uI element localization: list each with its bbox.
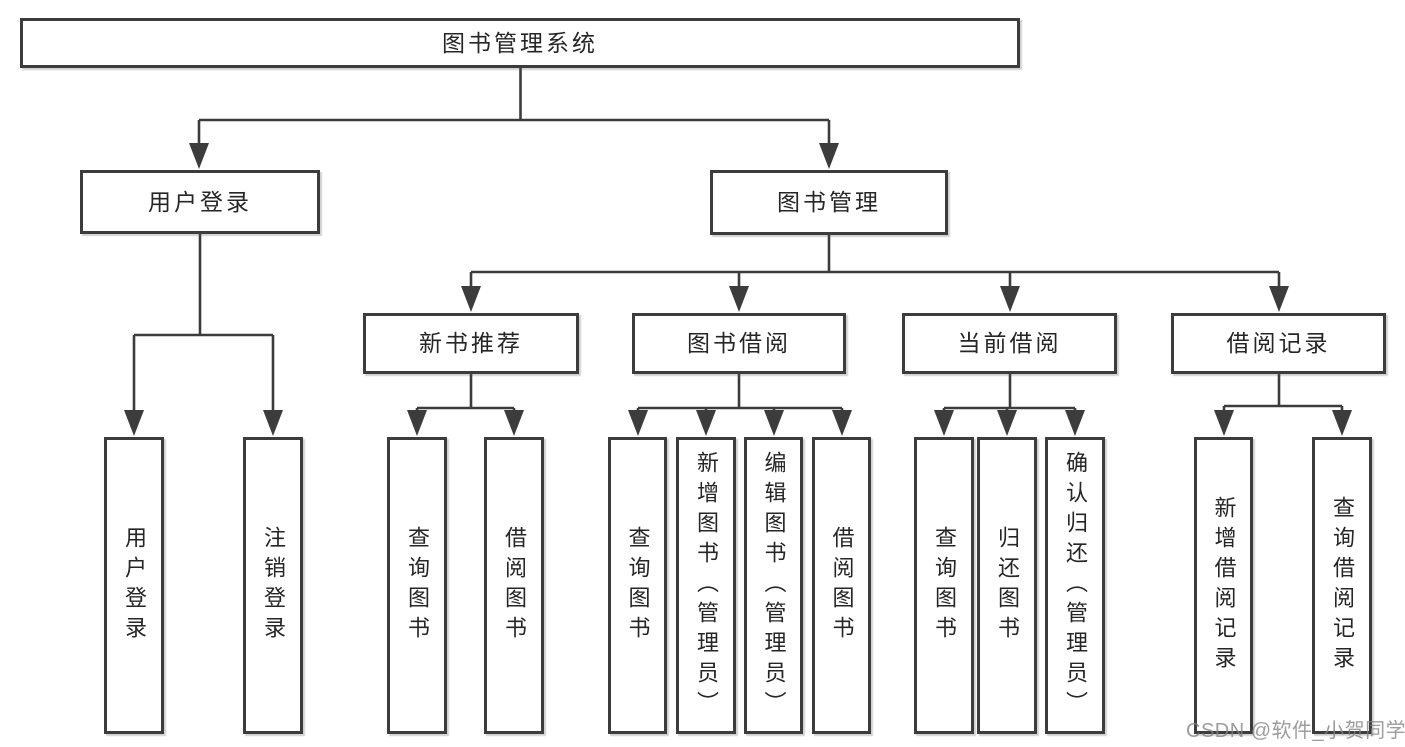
connector-user-login-group (132, 234, 275, 412)
leaf-query-borrow-record-label: 查询借阅记录 (1330, 495, 1355, 676)
arrowhead-icon (461, 286, 481, 312)
leaf-add-books-admin: 新增图书（管理员） (676, 437, 736, 734)
node-book-management-label: 图书管理 (777, 189, 881, 215)
arrowhead-icon (628, 410, 648, 436)
connector-borrow-records-group (1222, 374, 1344, 413)
arrowhead-icon (263, 410, 283, 436)
leaf-borrow-books-1: 借阅图书 (484, 437, 544, 734)
node-book-borrowing: 图书借阅 (632, 313, 846, 374)
leaf-user-login-label: 用户登录 (122, 525, 147, 646)
leaf-borrow-books-2-label: 借阅图书 (829, 525, 855, 646)
arrowhead-icon (696, 410, 716, 436)
leaf-edit-books-admin: 编辑图书（管理员） (744, 437, 803, 734)
leaf-return-books-label: 归还图书 (995, 525, 1020, 646)
arrowheads (124, 143, 1352, 436)
arrowhead-icon (1065, 410, 1085, 436)
arrowhead-icon (1269, 286, 1289, 312)
leaf-return-books: 归还图书 (977, 437, 1037, 734)
node-borrowing-records: 借阅记录 (1171, 313, 1386, 374)
arrowhead-icon (729, 286, 749, 312)
node-borrowing-records-label: 借阅记录 (1226, 330, 1331, 356)
node-root-label: 图书管理系统 (442, 29, 598, 56)
connector-book-borrow-group (636, 374, 844, 413)
leaf-borrow-books-1-label: 借阅图书 (502, 525, 527, 646)
arrowhead-icon (189, 143, 209, 169)
arrowhead-icon (819, 143, 839, 169)
arrowhead-icon (1332, 410, 1352, 436)
watermark: CSDN @软件_小贺同学 (1186, 720, 1405, 742)
leaf-edit-books-admin-label: 编辑图书（管理员） (761, 450, 787, 721)
arrowhead-icon (124, 410, 144, 436)
connector-current-borrow-group (942, 374, 1077, 413)
leaf-query-books-2: 查询图书 (608, 437, 667, 734)
arrowhead-icon (1214, 410, 1234, 436)
leaf-add-borrow-record-label: 新增借阅记录 (1211, 495, 1237, 676)
node-current-borrowing-label: 当前借阅 (957, 330, 1062, 356)
connector-new-book-rec-group (415, 374, 516, 413)
node-new-book-recommend: 新书推荐 (363, 313, 579, 374)
arrowhead-icon (934, 410, 954, 436)
leaf-query-books-2-label: 查询图书 (625, 525, 651, 646)
leaf-add-borrow-record: 新增借阅记录 (1194, 437, 1253, 734)
leaf-logout-label: 注销登录 (261, 525, 286, 646)
leaf-query-books-1: 查询图书 (387, 437, 447, 734)
arrowhead-icon (407, 410, 427, 436)
node-user-login-label: 用户登录 (148, 188, 252, 215)
leaf-query-books-1-label: 查询图书 (405, 525, 430, 646)
leaf-add-books-admin-label: 新增图书（管理员） (694, 450, 719, 721)
leaf-query-books-3: 查询图书 (914, 437, 974, 734)
leaf-query-borrow-record: 查询借阅记录 (1312, 437, 1372, 734)
node-book-management: 图书管理 (710, 170, 948, 235)
leaf-confirm-return-admin-label: 确认归还（管理员） (1063, 450, 1088, 721)
node-user-login: 用户登录 (80, 170, 320, 234)
arrowhead-icon (504, 410, 524, 436)
connector-book-mgmt-group (469, 235, 1281, 289)
node-new-book-recommend-label: 新书推荐 (419, 330, 523, 356)
leaf-borrow-books-2: 借阅图书 (812, 437, 871, 734)
arrowhead-icon (1000, 286, 1020, 312)
node-book-borrowing-label: 图书借阅 (687, 330, 791, 356)
arrowhead-icon (997, 410, 1017, 436)
node-current-borrowing: 当前借阅 (902, 313, 1117, 374)
node-root: 图书管理系统 (20, 18, 1020, 68)
leaf-query-books-3-label: 查询图书 (932, 525, 957, 646)
leaf-logout: 注销登录 (243, 437, 303, 734)
arrowhead-icon (764, 410, 784, 436)
leaf-confirm-return-admin: 确认归还（管理员） (1045, 437, 1105, 734)
arrowhead-icon (832, 410, 852, 436)
leaf-user-login: 用户登录 (104, 437, 164, 734)
connector-root-split (197, 68, 831, 146)
